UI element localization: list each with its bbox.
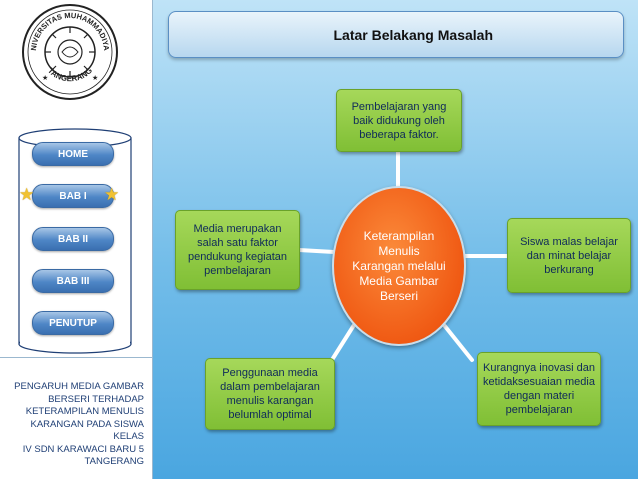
connector-bottom-left bbox=[328, 323, 356, 365]
nav-label: BAB III bbox=[56, 275, 90, 287]
center-node-text: Keterampilan Menulis Karangan melalui Me… bbox=[352, 228, 446, 303]
node-bottom-left: Penggunaan media dalam pembelajaran menu… bbox=[205, 358, 335, 430]
nav-label: BAB I bbox=[59, 190, 87, 202]
sidebar-divider bbox=[0, 357, 152, 358]
connector-left bbox=[297, 248, 336, 254]
nav-label: BAB II bbox=[58, 233, 88, 245]
node-right: Siswa malas belajar dan minat belajar be… bbox=[507, 218, 631, 293]
university-logo: UNIVERSITAS MUHAMMADIYAH TANGERANG ★ ★ bbox=[20, 2, 118, 100]
node-text: Penggunaan media dalam pembelajaran menu… bbox=[220, 367, 320, 421]
thesis-subject: PENGARUH MEDIA GAMBAR BERSERI TERHADAP K… bbox=[2, 381, 144, 469]
subject-line: TANGERANG bbox=[84, 456, 144, 467]
svg-text:★: ★ bbox=[42, 74, 48, 82]
node-left: Media merupakan salah satu faktor penduk… bbox=[175, 210, 300, 290]
nav-bab-3-button[interactable]: BAB III bbox=[32, 269, 114, 293]
nav-penutup-button[interactable]: PENUTUP bbox=[32, 311, 114, 335]
center-node: Keterampilan Menulis Karangan melalui Me… bbox=[332, 186, 466, 346]
slide-title: Latar Belakang Masalah bbox=[333, 26, 493, 43]
star-icon: ★ bbox=[104, 185, 120, 204]
node-text: Siswa malas belajar dan minat belajar be… bbox=[520, 235, 618, 276]
subject-line: BERSERI TERHADAP bbox=[48, 393, 144, 405]
nav-label: HOME bbox=[58, 148, 88, 160]
nav-label: PENUTUP bbox=[49, 317, 97, 329]
nav-bab-1-button[interactable]: BAB I bbox=[32, 184, 114, 208]
node-text: Pembelajaran yang baik didukung oleh beb… bbox=[351, 100, 447, 141]
subject-line: PENGARUH MEDIA GAMBAR bbox=[14, 381, 144, 392]
node-text: Kurangnya inovasi dan ketidaksesuaian me… bbox=[483, 362, 595, 416]
node-top: Pembelajaran yang baik didukung oleh beb… bbox=[336, 89, 462, 152]
subject-line: KARANGAN PADA SISWA KELAS bbox=[30, 418, 145, 443]
svg-text:★: ★ bbox=[92, 74, 98, 82]
subject-line: IV SDN KARAWACI BARU 5 bbox=[22, 443, 144, 455]
nav-bab-2-button[interactable]: BAB II bbox=[32, 227, 114, 251]
connector-bottom-right bbox=[442, 323, 474, 362]
sidebar: UNIVERSITAS MUHAMMADIYAH TANGERANG ★ ★ H… bbox=[0, 0, 153, 479]
title-bar: Latar Belakang Masalah bbox=[168, 11, 624, 58]
nav-home-button[interactable]: HOME bbox=[32, 142, 114, 166]
star-icon: ★ bbox=[19, 185, 35, 204]
node-text: Media merupakan salah satu faktor penduk… bbox=[187, 223, 288, 277]
subject-line: KETERAMPILAN MENULIS bbox=[25, 406, 144, 417]
node-bottom-right: Kurangnya inovasi dan ketidaksesuaian me… bbox=[477, 352, 601, 426]
